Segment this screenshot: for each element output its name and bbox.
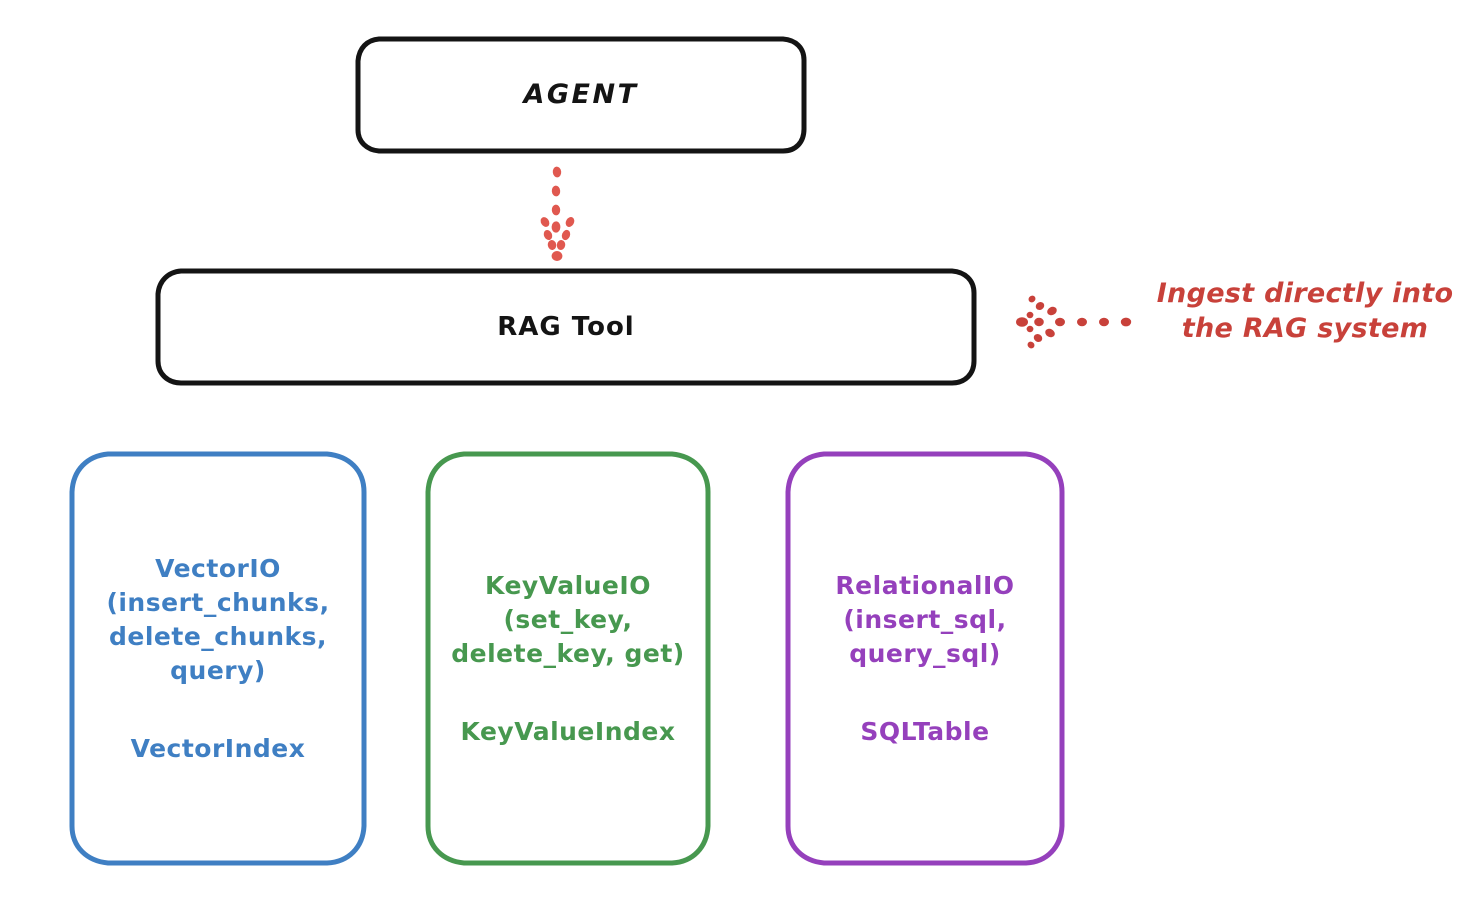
key-value-index-label: KeyValueIndex (460, 716, 676, 746)
vector-index-label: VectorIndex (130, 733, 306, 763)
vector-io-node[interactable]: VectorIO (insert_chunks, delete_chunks, … (68, 450, 368, 867)
key-value-io-api-label: KeyValueIO (set_key, delete_key, get) (451, 570, 685, 668)
rag-tool-node[interactable]: RAG Tool (155, 268, 977, 386)
ingest-annotation-text: Ingest directly into the RAG system (1156, 278, 1454, 345)
relational-io-node[interactable]: RelationalIO (insert_sql, query_sql) SQL… (784, 450, 1066, 867)
ingest-arrow (1016, 295, 1132, 349)
sql-table-label: SQLTable (860, 716, 990, 746)
agent-to-rag-arrow (540, 166, 575, 261)
agent-node-label: AGENT (523, 79, 639, 111)
vector-io-api-label: VectorIO (insert_chunks, delete_chunks, … (106, 553, 330, 685)
relational-io-api-label: RelationalIO (insert_sql, query_sql) (835, 570, 1015, 668)
rag-tool-node-label: RAG Tool (497, 311, 635, 342)
agent-node[interactable]: AGENT (355, 36, 807, 154)
key-value-io-node[interactable]: KeyValueIO (set_key, delete_key, get) Ke… (424, 450, 712, 867)
